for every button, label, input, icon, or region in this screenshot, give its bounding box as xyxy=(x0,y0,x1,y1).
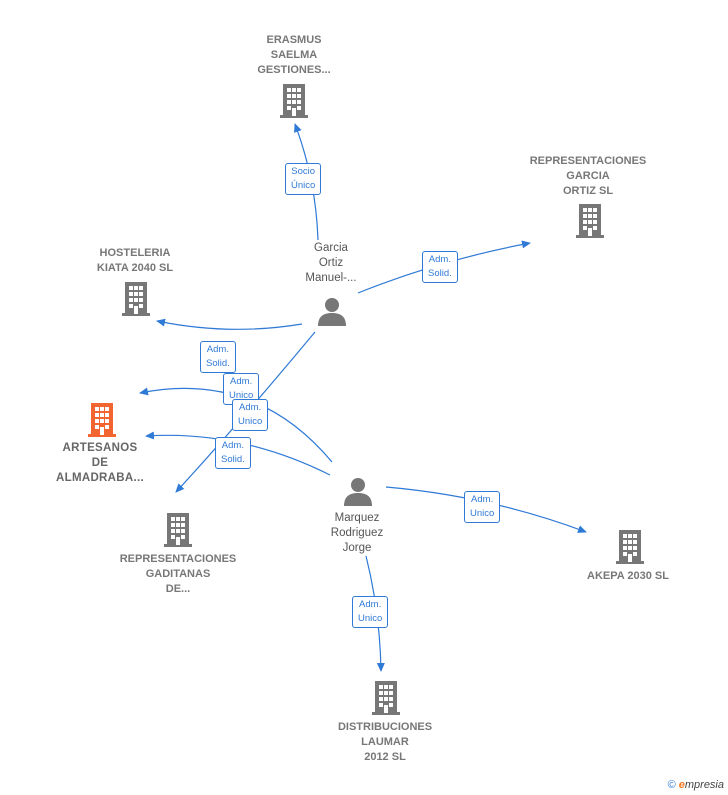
building-icon-distribuciones xyxy=(372,681,400,715)
company-label-gaditanas[interactable]: REPRESENTACIONES GADITANAS DE... xyxy=(119,553,237,595)
edge-label-adm-unico-distribuciones[interactable]: Adm. Unico xyxy=(352,596,389,628)
company-label-akepa[interactable]: AKEPA 2030 SL xyxy=(587,570,669,582)
edge-label-adm-unico-artesanos-m[interactable]: Adm. Unico xyxy=(232,399,269,431)
building-icon-representaciones-garcia xyxy=(576,204,604,238)
edge-garcia-hosteleria xyxy=(156,318,303,330)
empresia-brand[interactable]: © empresia xyxy=(668,779,724,791)
company-label-hosteleria[interactable]: HOSTELERIA KIATA 2040 SL xyxy=(96,247,174,274)
building-icon-hosteleria xyxy=(122,282,150,316)
brand-initial: e xyxy=(678,779,685,791)
building-icon-akepa xyxy=(616,530,644,564)
person-icon-marquez xyxy=(344,478,372,506)
person-label-marquez[interactable]: Marquez Rodriguez Jorge xyxy=(330,512,384,554)
person-label-garcia[interactable]: Garcia Ortiz Manuel-... xyxy=(305,242,357,284)
brand-name: mpresia xyxy=(684,779,724,791)
edge-label-socio-unico[interactable]: Socio Único xyxy=(285,163,322,195)
company-label-erasmus[interactable]: ERASMUS SAELMA GESTIONES... xyxy=(257,34,331,76)
copyright-symbol: © xyxy=(667,779,676,791)
person-icon-garcia xyxy=(318,298,346,326)
edge-label-adm-unico-akepa[interactable]: Adm. Unico xyxy=(464,491,501,523)
company-label-artesanos[interactable]: ARTESANOS DE ALMADRABA... xyxy=(56,442,144,484)
building-icon-erasmus xyxy=(280,84,308,118)
company-label-representaciones-garcia[interactable]: REPRESENTACIONES GARCIA ORTIZ SL xyxy=(529,155,647,197)
company-label-distribuciones[interactable]: DISTRIBUCIONES LAUMAR 2012 SL xyxy=(337,721,433,763)
edge-label-adm-solid-gaditanas[interactable]: Adm. Solid. xyxy=(215,437,251,469)
building-icon-gaditanas xyxy=(164,513,192,547)
building-icon-artesanos xyxy=(88,403,116,437)
edge-label-adm-solid-hosteleria[interactable]: Adm. Solid. xyxy=(200,341,236,373)
edge-label-adm-solid-rep-garcia[interactable]: Adm. Solid. xyxy=(422,251,458,283)
